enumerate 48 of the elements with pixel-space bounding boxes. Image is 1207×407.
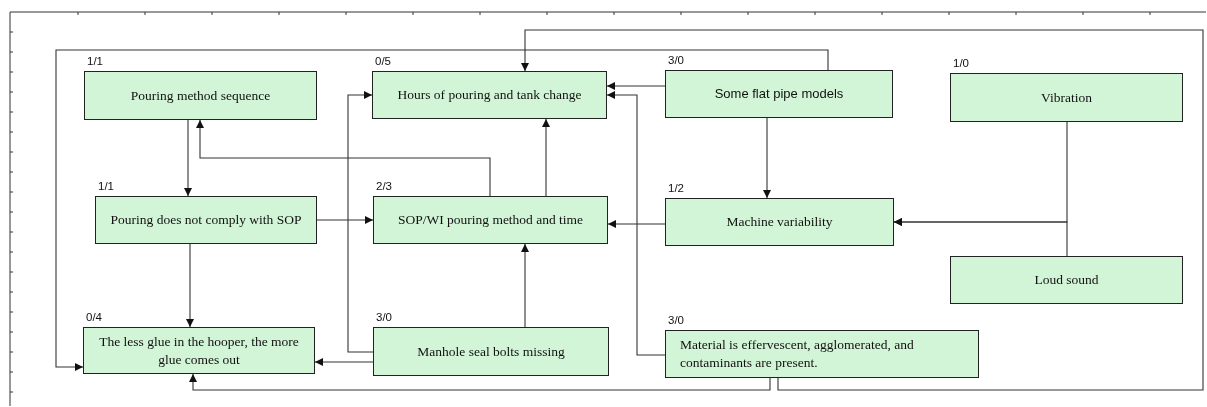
arrow [196, 119, 491, 197]
score-label: 0/4 [86, 311, 102, 323]
arrow [893, 218, 1068, 257]
arrow [55, 49, 829, 371]
arrow [521, 29, 1204, 391]
cause-text: Some flat pipe models [714, 85, 844, 103]
arrow [316, 216, 374, 224]
arrow [521, 243, 529, 328]
arrow [347, 91, 374, 353]
score-label: 1/1 [87, 55, 103, 67]
score-label: 3/0 [376, 311, 392, 323]
cause-text: Machine variability [726, 213, 833, 231]
cause-text: The less glue in the hooper, the more glue comes out [98, 332, 300, 369]
arrow [606, 82, 666, 90]
cause-box [373, 327, 609, 376]
cause-box [665, 198, 894, 246]
cause-box [83, 327, 315, 374]
cause-text: Hours of pouring and tank change [397, 86, 582, 104]
score-label: 2/3 [376, 180, 392, 192]
cause-box [373, 196, 608, 244]
cause-text: SOP/WI pouring method and time [397, 211, 584, 229]
cause-text: Pouring does not comply with SOP [110, 211, 302, 229]
cause-text: Pouring method sequence [130, 86, 271, 105]
score-label: 1/2 [668, 182, 684, 194]
cause-box [665, 330, 979, 378]
cause-text: Material is effervescent, agglomerated, and contaminants are present. [680, 336, 915, 372]
score-label: 1/0 [953, 57, 969, 69]
arrow [314, 358, 374, 366]
score-label: 3/0 [668, 314, 684, 326]
cause-box [95, 196, 317, 244]
score-label: 3/0 [668, 54, 684, 66]
cause-box [950, 256, 1183, 304]
cause-box [372, 71, 607, 119]
arrow [763, 117, 771, 199]
arrow [184, 119, 192, 197]
arrow [542, 118, 550, 197]
score-label: 0/5 [375, 55, 391, 67]
arrow [186, 243, 194, 328]
score-label: 1/1 [98, 180, 114, 192]
cause-box [950, 73, 1183, 122]
cause-text: Vibration [1041, 88, 1092, 107]
cause-box [665, 70, 893, 118]
arrow [606, 91, 666, 356]
cause-box [84, 71, 317, 120]
arrow [607, 220, 666, 228]
arrow [189, 373, 771, 391]
cause-text: Manhole seal bolts missing [417, 342, 565, 361]
cause-text: Loud sound [1034, 271, 1099, 289]
